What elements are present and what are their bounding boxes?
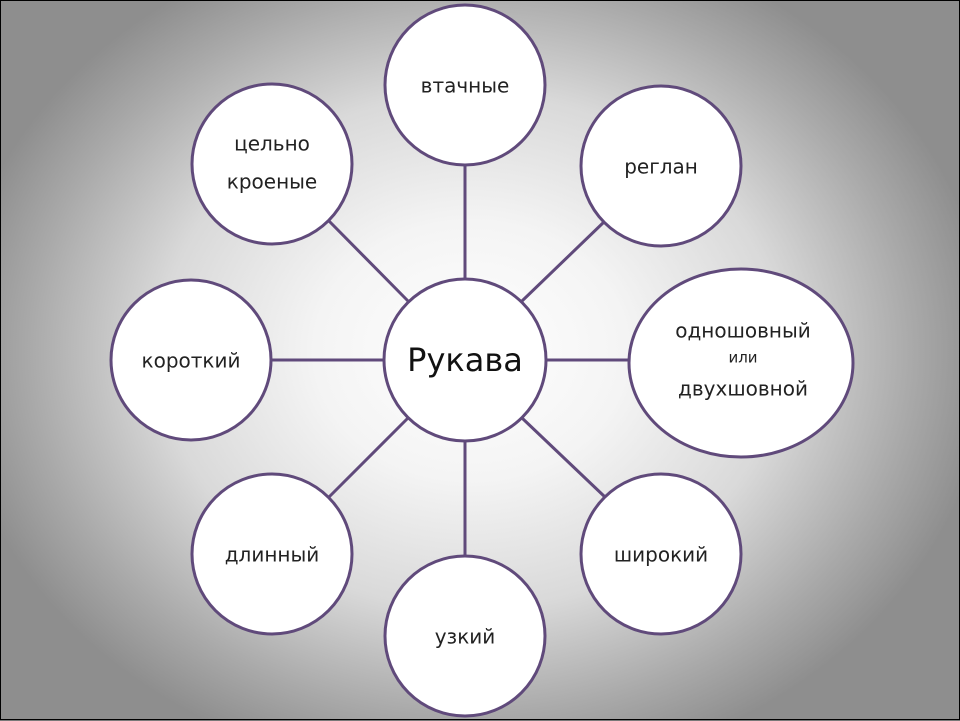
connector-kimono [327, 219, 410, 303]
node-kimono-label-line2: кроеные [227, 170, 318, 194]
node-wide-label: широкий [614, 543, 708, 567]
center-label: Рукава [407, 341, 523, 379]
node-short: короткий [109, 278, 273, 442]
node-seams-label-line3: двухшовной [678, 377, 808, 401]
connector-raglan [520, 219, 607, 303]
node-wide: широкий [579, 472, 743, 636]
node-kimono-label-line1: цельно [234, 132, 310, 156]
node-raglan-label: реглан [624, 155, 698, 179]
node-set-in-label: втачные [421, 74, 510, 98]
node-seams-label-line1: одношовный [675, 319, 811, 343]
node-seams: одношовный или двухшовной [627, 267, 855, 459]
node-narrow: узкий [383, 554, 547, 718]
node-short-label: короткий [142, 349, 241, 373]
node-long-label: длинный [225, 543, 320, 567]
node-narrow-label: узкий [435, 625, 496, 649]
node-raglan: реглан [579, 84, 743, 248]
connector-long [327, 416, 410, 499]
connector-wide [520, 416, 607, 499]
node-set-in: втачные [383, 3, 547, 167]
node-seams-label-line2: или [728, 349, 757, 367]
node-long: длинный [190, 472, 354, 636]
node-center: Рукава [382, 277, 548, 443]
node-kimono: цельно кроеные [190, 82, 354, 246]
